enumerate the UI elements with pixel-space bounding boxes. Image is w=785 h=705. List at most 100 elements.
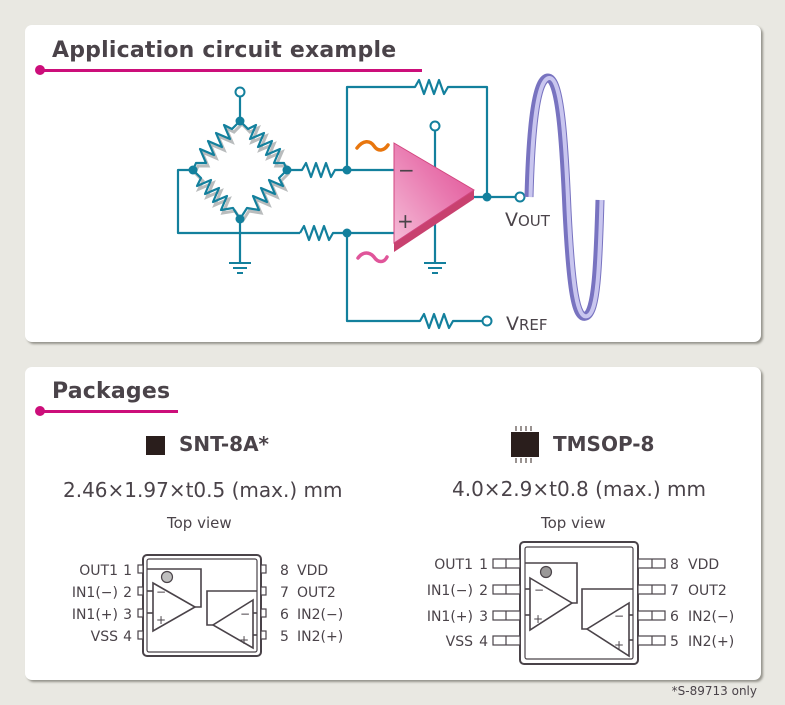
application-circuit-panel: Application circuit example xyxy=(25,25,761,342)
pin-number: 7 xyxy=(280,585,289,601)
opamp1-symbol xyxy=(152,581,197,633)
pin-label: IN1(−) xyxy=(427,583,473,599)
svg-text:OUT: OUT xyxy=(518,212,551,230)
pin-label: VSS xyxy=(446,634,473,650)
svg-text:+: + xyxy=(156,613,166,627)
package-name: TMSOP-8 xyxy=(553,432,655,456)
title-underline xyxy=(40,69,422,72)
svg-text:−: − xyxy=(614,609,624,623)
bridge-resistor-bottom-left xyxy=(192,169,241,220)
pin-number: 8 xyxy=(670,557,679,573)
vref-terminal xyxy=(481,315,493,327)
vout-terminal xyxy=(514,191,526,203)
svg-text:−: − xyxy=(240,607,250,621)
svg-text:REF: REF xyxy=(519,316,548,334)
opamp-minus-label: − xyxy=(398,158,415,182)
pin-label: VDD xyxy=(297,563,328,579)
inverting-node xyxy=(342,165,352,175)
pin-label: OUT1 xyxy=(434,557,473,573)
bridge-resistor-top-left xyxy=(191,120,241,171)
svg-text:+: + xyxy=(614,638,624,652)
pin-label: OUT2 xyxy=(297,585,336,601)
pin-number: 6 xyxy=(670,609,679,625)
pin-label: OUT2 xyxy=(688,583,727,599)
package-dimensions: 4.0×2.9×t0.8 (max.) mm xyxy=(452,477,706,501)
package-view-label: Top view xyxy=(167,514,232,532)
pin-pads xyxy=(492,558,666,646)
vout-label: V OUT xyxy=(505,209,551,231)
bridge-node-top xyxy=(235,116,245,126)
opamp2-symbol xyxy=(211,598,254,650)
noninverting-node xyxy=(342,228,352,238)
pinout-snt8a: − + − + OUT1 IN1(−) IN1(+) VSS 1 2 3 4 8… xyxy=(72,554,343,657)
section-title-packages: Packages xyxy=(52,379,171,404)
input-resistor-inverting xyxy=(287,161,347,179)
pin-label: IN2(−) xyxy=(688,609,734,625)
bridge-node-bottom xyxy=(235,214,245,224)
wheatstone-bridge xyxy=(176,86,300,274)
pin-number: 8 xyxy=(280,563,289,579)
ground-icon xyxy=(424,262,446,274)
pin-label: OUT1 xyxy=(79,563,118,579)
opamp-plus-label: + xyxy=(397,209,414,233)
title-dot xyxy=(35,406,45,416)
pin-pads xyxy=(137,564,267,640)
pin-number: 3 xyxy=(479,609,488,625)
pin-number: 6 xyxy=(280,607,289,623)
pin-label: VSS xyxy=(91,629,118,645)
footnote: *S-89713 only xyxy=(671,684,757,698)
bridge-node-left xyxy=(188,165,198,175)
pin-number: 1 xyxy=(123,563,132,579)
pin1-marker xyxy=(160,570,174,584)
pin-label: IN2(+) xyxy=(688,634,734,650)
pin-label: IN1(+) xyxy=(72,607,118,623)
ic-body xyxy=(519,541,639,665)
feedback-resistor xyxy=(345,78,489,197)
ic-body xyxy=(142,554,262,657)
svg-text:+: + xyxy=(239,633,249,647)
opamp1-symbol xyxy=(529,576,574,632)
pin-number: 5 xyxy=(670,634,679,650)
title-underline xyxy=(40,410,178,413)
package-dimensions: 2.46×1.97×t0.5 (max.) mm xyxy=(63,478,343,502)
section-title-circuit: Application circuit example xyxy=(52,38,397,63)
pin-label: IN2(+) xyxy=(297,629,343,645)
package-view-label: Top view xyxy=(541,514,606,532)
bridge-resistor-top-right xyxy=(239,120,289,171)
opamp-symbol: − + xyxy=(393,142,475,252)
pin-number: 4 xyxy=(123,629,132,645)
pinout-tmsop8: − + − + OUT1 IN1(−) IN1(+) VSS 1 2 3 4 8… xyxy=(427,541,734,665)
pin1-marker xyxy=(539,565,553,579)
vref-label: V REF xyxy=(506,313,548,335)
pin-number: 4 xyxy=(479,634,488,650)
pin-number: 7 xyxy=(670,583,679,599)
bridge-supply-terminal xyxy=(234,86,246,98)
pin-number: 1 xyxy=(479,557,488,573)
pin-label: IN2(−) xyxy=(297,607,343,623)
opamp-supply-terminal xyxy=(429,120,441,132)
bridge-resistor-bottom-right xyxy=(239,169,288,220)
title-dot xyxy=(35,65,45,75)
pin-label: IN1(−) xyxy=(72,585,118,601)
pin-number: 2 xyxy=(479,583,488,599)
package-name: SNT-8A* xyxy=(179,432,269,456)
chip-icon-snt xyxy=(146,436,165,455)
svg-text:−: − xyxy=(534,583,544,597)
input-resistor-noninverting xyxy=(299,224,347,242)
noninverting-signal-icon xyxy=(356,251,389,264)
ground-icon xyxy=(229,262,251,274)
pin-label: IN1(+) xyxy=(427,609,473,625)
pin-number: 3 xyxy=(123,607,132,623)
pin-number: 5 xyxy=(280,629,289,645)
output-node xyxy=(482,192,492,202)
reference-resistor xyxy=(345,233,482,330)
svg-text:−: − xyxy=(156,585,166,599)
svg-text:+: + xyxy=(533,612,543,626)
inverting-signal-icon xyxy=(355,140,390,152)
svg-text:V: V xyxy=(506,313,519,335)
opamp2-symbol xyxy=(585,601,630,658)
pin-label: VDD xyxy=(688,557,719,573)
pin-number: 2 xyxy=(123,585,132,601)
